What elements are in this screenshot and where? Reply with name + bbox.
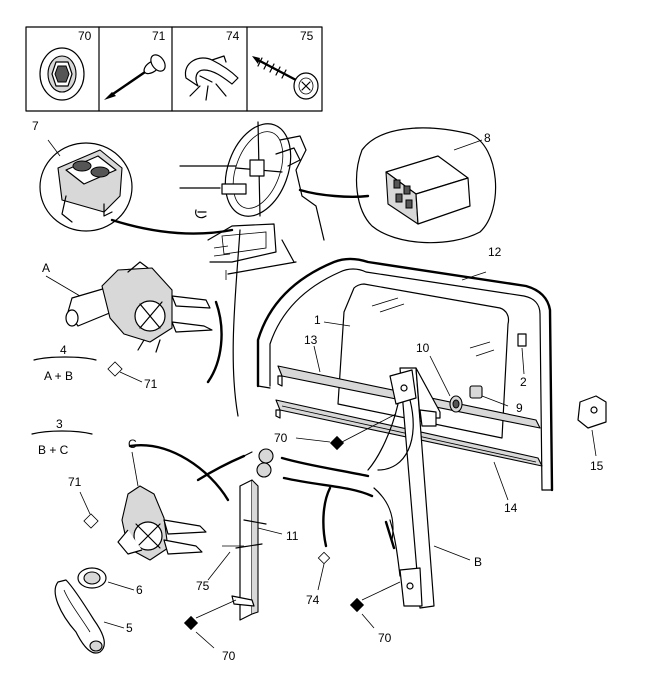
callout-label: 6 [136, 583, 143, 597]
callout-label: 2 [520, 375, 527, 389]
callout-label: 14 [504, 501, 518, 515]
motor-a: A [42, 261, 213, 353]
callout-label: 4 [60, 343, 67, 357]
callout-label: C [128, 437, 137, 451]
regulator-c-channel: 11 75 [196, 479, 299, 621]
callout-label: 74 [306, 593, 320, 607]
callout-label: 1 [314, 313, 321, 327]
motor-c: C 71 [68, 437, 207, 561]
callout-label: 75 [196, 579, 210, 593]
callout-label: 10 [416, 341, 430, 355]
callout-label: 70 [378, 631, 392, 645]
callout-label: 15 [590, 459, 604, 473]
crank-handle: 6 5 [54, 567, 143, 654]
dashboard-steering-wheel [179, 121, 325, 280]
bracket-part: 15 [577, 395, 607, 473]
push-pin-icon [104, 54, 166, 100]
callout-label: 3 [56, 417, 63, 431]
callout-label: 12 [488, 245, 502, 259]
glass-fixings: 10 9 [416, 341, 523, 415]
screw-icon [252, 56, 319, 100]
callout-label: A [42, 261, 50, 275]
kit-reference-3: 3 B + C [31, 417, 93, 457]
callout-label: 11 [286, 529, 299, 543]
fastener-markers: 70 70 70 74 [183, 413, 401, 663]
grommet-nut-icon [39, 47, 85, 101]
kit-item-ref: 74 [226, 29, 240, 43]
door-frame-and-glass: 2 12 1 [256, 245, 554, 492]
callout-label: 71 [68, 475, 82, 489]
callout-label: B [474, 555, 482, 569]
clip-icon [184, 55, 239, 101]
kit-item-ref: 75 [300, 29, 314, 43]
callout-label: 8 [484, 131, 491, 145]
regulator-b: B [256, 367, 482, 609]
kit-item-ref: 70 [78, 29, 92, 43]
callout-label: A + B [44, 369, 73, 383]
window-switch-detail: 7 [32, 119, 234, 235]
kit-reference-4: 4 A + B 71 [33, 343, 158, 391]
callout-label: 70 [222, 649, 236, 663]
callout-label: 7 [32, 119, 39, 133]
callout-label: 70 [274, 431, 288, 445]
glass-stop-icon [517, 333, 527, 347]
callout-label: 13 [304, 333, 318, 347]
callout-label: 9 [516, 401, 523, 415]
callout-label: 5 [126, 621, 133, 635]
callout-label: 71 [144, 377, 158, 391]
kit-item-ref: 71 [152, 29, 166, 43]
kit-parts-box: 70 71 74 75 [25, 26, 323, 112]
callout-label: B + C [38, 443, 69, 457]
relay-detail: 8 [298, 127, 497, 244]
motor-wiring [128, 229, 253, 502]
